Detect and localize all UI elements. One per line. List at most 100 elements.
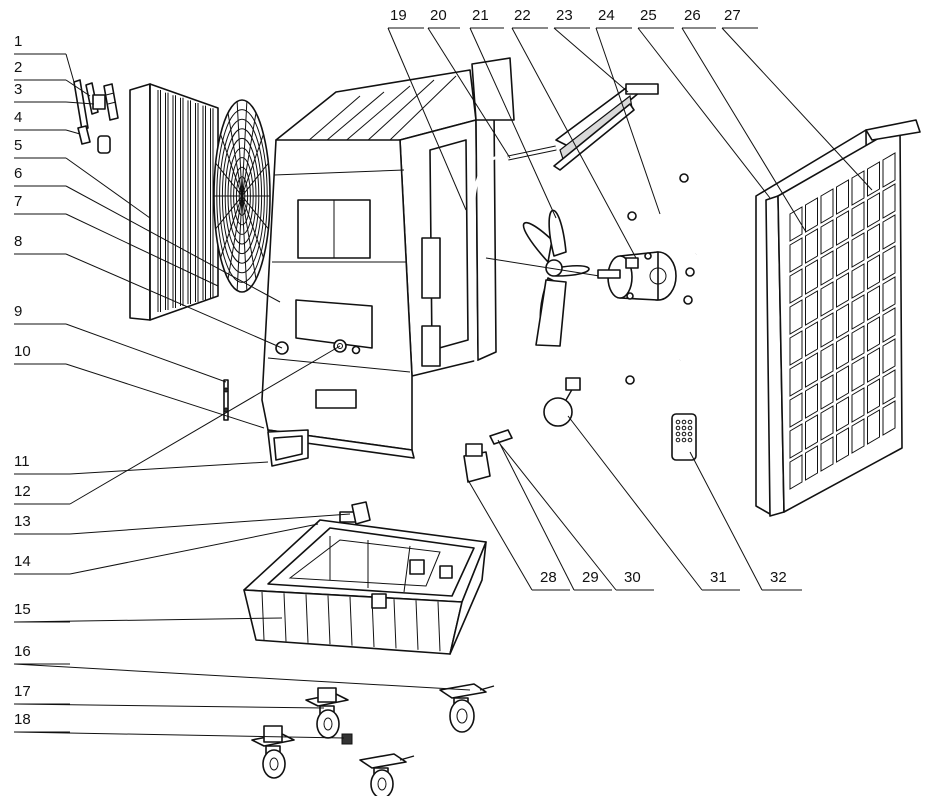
callout-leader-8 [65,253,283,349]
callout-28: 28 [467,479,570,591]
callout-leader-27 [721,27,873,191]
cooling-pad-frame [755,119,921,517]
callout-label-20: 20 [430,7,447,24]
callout-leader-10 [65,363,265,429]
callout-label-22: 22 [514,7,531,24]
callout-leader-28 [467,479,533,591]
callout-18: 18 [13,711,345,739]
castors [251,683,495,796]
callout-label-10: 10 [14,343,31,360]
remote-control [671,413,697,461]
callout-leader-16 [13,663,471,691]
clip-plate [489,429,513,445]
callout-label-27: 27 [724,7,741,24]
callout-26: 26 [681,7,807,233]
callout-20: 20 [427,7,511,159]
callout-11: 11 [14,453,269,475]
callout-label-5: 5 [14,137,22,154]
fan-guard [213,99,271,293]
callout-label-28: 28 [540,569,557,586]
callout-4: 4 [14,109,81,135]
callout-5: 5 [14,137,151,219]
fan-motor [597,251,677,301]
pump-and-hose [463,145,557,483]
callout-label-2: 2 [14,59,22,76]
callout-label-7: 7 [14,193,22,210]
callout-label-15: 15 [14,601,31,618]
callout-label-26: 26 [684,7,701,24]
callout-label-1: 1 [14,33,22,50]
side-bracket [223,379,229,421]
callout-17: 17 [13,683,325,709]
callout-label-8: 8 [14,233,22,250]
float-valve [339,501,371,525]
callout-leader-3 [65,101,95,105]
fan-blade [485,209,613,347]
water-box [267,429,309,467]
callout-leader-5 [65,157,151,219]
callout-12: 12 [14,345,341,505]
callout-label-30: 30 [624,569,641,586]
callout-30: 30 [499,443,654,591]
control-panel-parts [73,79,119,154]
callout-label-29: 29 [582,569,599,586]
callout-13: 13 [14,513,351,535]
callout-leader-7 [65,213,219,287]
callout-22: 22 [511,7,637,259]
callout-label-3: 3 [14,81,22,98]
callout-32: 32 [689,451,802,591]
callout-leader-4 [65,129,81,135]
callout-leader-26 [681,27,807,233]
callout-leader-24 [595,27,661,215]
callout-label-9: 9 [14,303,22,320]
callout-leader-20 [427,27,511,159]
callout-15: 15 [13,601,283,623]
callout-leader-32 [689,451,763,591]
callout-label-14: 14 [14,553,31,570]
callout-label-4: 4 [14,109,22,126]
callout-8: 8 [14,233,283,349]
callout-label-21: 21 [472,7,489,24]
callout-1: 1 [14,33,75,83]
callout-23: 23 [553,7,629,93]
callout-leader-17 [13,703,325,709]
callout-label-11: 11 [14,453,30,470]
callout-label-16: 16 [14,643,31,660]
callout-16: 16 [13,643,471,691]
callout-leader-15 [13,617,283,623]
callout-leader-22 [511,27,637,259]
callout-leader-23 [553,27,629,93]
callout-leader-30 [499,443,617,591]
callout-leader-12 [69,345,341,505]
callout-3: 3 [14,81,95,105]
callout-leader-29 [497,439,575,591]
callout-31: 31 [567,415,740,591]
callout-leader-1 [65,53,75,83]
callout-label-23: 23 [556,7,573,24]
callout-7: 7 [14,193,219,287]
callout-9: 9 [14,303,227,383]
callout-2: 2 [14,59,91,97]
callout-label-25: 25 [640,7,657,24]
water-distributor [553,83,659,171]
callout-leader-21 [469,27,557,219]
callout-leader-13 [69,513,351,535]
water-tank [243,519,487,655]
motor-brackets [625,173,719,385]
float-ball [543,377,581,427]
callout-leader-31 [567,415,703,591]
callout-19: 19 [387,7,467,211]
callout-label-31: 31 [710,569,727,586]
callout-21: 21 [469,7,557,219]
callout-label-32: 32 [770,569,787,586]
callout-leader-25 [637,27,771,199]
callout-label-6: 6 [14,165,22,182]
callout-label-24: 24 [598,7,615,24]
callout-6: 6 [14,165,281,303]
callout-14: 14 [14,523,319,575]
callout-leader-2 [65,79,91,97]
callout-25: 25 [637,7,771,199]
callout-leader-14 [69,523,319,575]
